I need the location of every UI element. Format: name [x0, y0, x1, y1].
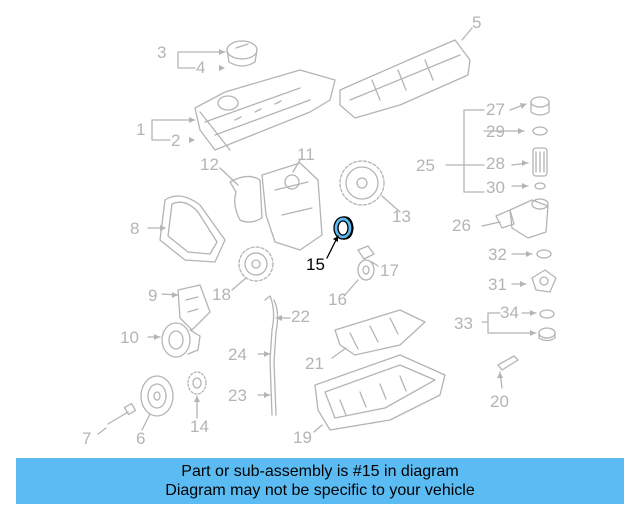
valve-cover-part: [194, 69, 336, 151]
callout-11: 11: [297, 145, 315, 164]
timing-belt-part: [159, 195, 226, 263]
filter-housing-part: [495, 198, 549, 239]
crank-sprocket-part: [238, 246, 274, 282]
callout-20: 20: [490, 392, 509, 411]
oil-cap-part: [226, 40, 258, 67]
callout-15: 15: [306, 255, 325, 274]
callout-28: 28: [486, 154, 505, 173]
callout-22: 22: [291, 307, 310, 326]
oring-34-part: [539, 309, 555, 319]
callout-18: 18: [212, 285, 231, 304]
callout-3: 3: [157, 43, 167, 62]
callout-16: 16: [328, 290, 347, 309]
diagram-drawing: [97, 27, 557, 435]
banner-line-2: Diagram may not be specific to your vehi…: [165, 482, 475, 499]
callout-13: 13: [392, 207, 411, 226]
clip-20-part: [497, 355, 519, 371]
callout-6: 6: [136, 429, 146, 448]
callout-14: 14: [190, 417, 209, 436]
seal-part-15: [333, 216, 354, 240]
cap-33-part: [538, 327, 556, 342]
callout-7: 7: [82, 429, 92, 448]
callout-9: 9: [148, 286, 158, 305]
bolt-part: [107, 402, 137, 425]
callout-21: 21: [305, 354, 324, 373]
callout-10: 10: [120, 328, 139, 347]
callout-24: 24: [228, 345, 247, 364]
oil-pan-part: [314, 354, 446, 431]
callout-27: 27: [486, 100, 505, 119]
callout-19: 19: [293, 428, 312, 447]
oil-filter-cap-part: [530, 96, 550, 116]
gear-part: [187, 371, 207, 395]
callout-4: 4: [196, 58, 206, 77]
callout-1: 1: [136, 120, 146, 139]
sensor-31-part: [531, 269, 557, 293]
callout-32: 32: [488, 245, 507, 264]
banner-line-1: Part or sub-assembly is #15 in diagram: [181, 463, 459, 480]
timing-cover-part: [261, 162, 323, 251]
callout-17: 17: [380, 261, 399, 280]
belt-guard-part: [229, 175, 263, 223]
callout-26: 26: [452, 216, 471, 235]
callout-8: 8: [130, 219, 140, 238]
bracket-part: [177, 284, 211, 331]
gasket-part: [334, 309, 426, 356]
callout-34: 34: [500, 303, 519, 322]
pulley-part: [140, 375, 174, 417]
callout-29: 29: [486, 122, 505, 141]
oring-29-part: [532, 126, 548, 136]
callout-31: 31: [488, 275, 507, 294]
parts-diagram: 3 4 5 1 2 12 11 13 8 15 17 9 18 16 22 10…: [82, 13, 557, 448]
tensioner-part: [357, 245, 375, 281]
callout-30: 30: [486, 178, 505, 197]
oil-filter-part: [532, 147, 548, 177]
callout-23: 23: [228, 386, 247, 405]
arrowheads: [154, 49, 536, 402]
oring-30-part: [534, 182, 546, 190]
upper-cover-part: [339, 39, 471, 119]
info-banner: Part or sub-assembly is #15 in diagram D…: [16, 458, 624, 504]
callout-25: 25: [416, 156, 435, 175]
callout-12: 12: [200, 155, 219, 174]
cam-sprocket-part: [339, 160, 385, 206]
callout-33: 33: [454, 314, 473, 333]
oring-32-part: [536, 249, 552, 259]
callout-5: 5: [472, 13, 482, 32]
water-pump-part: [161, 322, 201, 358]
callout-2: 2: [171, 131, 181, 150]
